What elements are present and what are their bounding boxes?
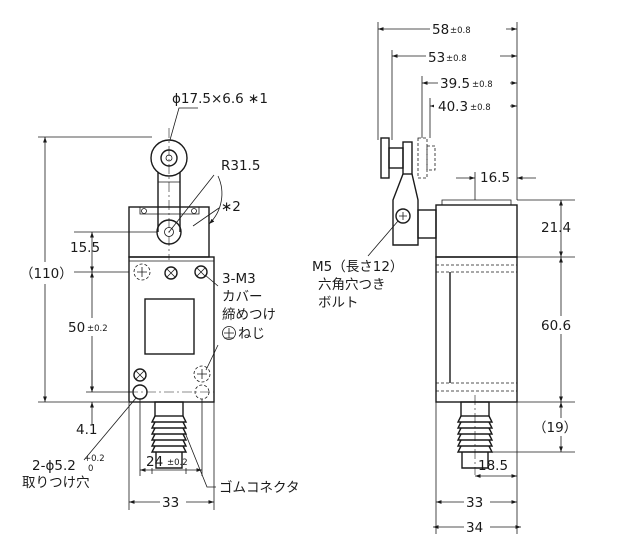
cover-screw-top-center xyxy=(164,266,178,280)
cover-screw-bottom-left xyxy=(133,368,147,382)
side-head xyxy=(435,204,518,258)
dim-40-3-tol: ±0.8 xyxy=(470,103,491,113)
dim-50-tol: ±0.2 xyxy=(87,324,108,334)
dim-15-5-label: 15.5 xyxy=(70,240,100,256)
dim-53-tol: ±0.8 xyxy=(446,54,467,64)
side-bolt xyxy=(395,208,411,224)
dim-18-5-label: 18.5 xyxy=(478,458,508,474)
radius-arc xyxy=(208,175,223,225)
cover-window xyxy=(144,298,195,355)
dim-39-5-tol: ±0.8 xyxy=(472,80,493,90)
dim-50-label: 50 xyxy=(68,320,85,336)
screw-note-line-1: 3-M3 xyxy=(222,271,256,287)
dim-40-3-label: 40.3 xyxy=(438,99,468,115)
hole-note-label: 取りつけ穴 xyxy=(22,475,90,491)
dim-58-tol: ±0.8 xyxy=(450,26,471,36)
side-body xyxy=(435,256,518,403)
plus-circle-icon xyxy=(222,326,236,340)
screw-note-line-3: 締めつけ xyxy=(222,306,276,323)
bolt-note-line-1: M5（長さ12） xyxy=(312,259,403,275)
bolt-note-line-2: 六角穴つき xyxy=(318,277,386,293)
side-lever xyxy=(392,173,419,246)
cover-screw-top-right xyxy=(194,265,208,279)
screw-note-line-2: カバー xyxy=(222,289,263,305)
front-view: ϕ17.5×6.6 ∗1 R31.5 ∗2 （110） 15.5 50 ±0.2… xyxy=(18,91,299,511)
height-110-label: （110） xyxy=(20,266,73,282)
cover-screw-top-left xyxy=(133,263,151,281)
dim-58-label: 58 xyxy=(432,22,449,38)
dim-60-6-label: 60.6 xyxy=(541,318,571,334)
side-width-33-label: 33 xyxy=(466,495,483,511)
side-width-34-label: 34 xyxy=(466,520,483,536)
hole-note-tol-upper: +0.2 xyxy=(84,454,105,464)
hole-note-tol-lower: 0 xyxy=(88,464,93,474)
dim-24-tol: ±0.2 xyxy=(167,458,188,468)
dim-53-label: 53 xyxy=(428,50,445,66)
cover-screw-bottom-right xyxy=(193,365,211,383)
roller-label: ϕ17.5×6.6 ∗1 xyxy=(172,91,268,107)
rubber-connector xyxy=(150,401,188,469)
roller-leader xyxy=(169,107,198,141)
dim-16-5-label: 16.5 xyxy=(480,170,510,186)
dim-24-label: 24 xyxy=(146,454,163,470)
dim-21-4-label: 21.4 xyxy=(541,220,571,236)
connector-label: ゴムコネクタ xyxy=(219,479,299,496)
side-view: 58 ±0.8 53 ±0.8 39.5 ±0.8 40.3 ±0.8 16.5… xyxy=(312,18,582,536)
dim-39-5-label: 39.5 xyxy=(440,76,470,92)
hole-note-size: 2-ϕ5.2 xyxy=(32,458,76,474)
radius-label: R31.5 xyxy=(221,158,260,174)
note2-label: ∗2 xyxy=(221,199,241,215)
dim-4-1-label: 4.1 xyxy=(76,422,97,438)
bolt-note-line-3: ボルト xyxy=(318,295,359,311)
side-roller xyxy=(380,137,413,179)
roller-outer xyxy=(150,139,188,177)
front-width-33-label: 33 xyxy=(162,495,179,511)
screw-note-line-4: ねじ xyxy=(238,326,265,342)
side-shaft xyxy=(417,209,437,239)
dim-19-label: （19） xyxy=(533,420,577,436)
